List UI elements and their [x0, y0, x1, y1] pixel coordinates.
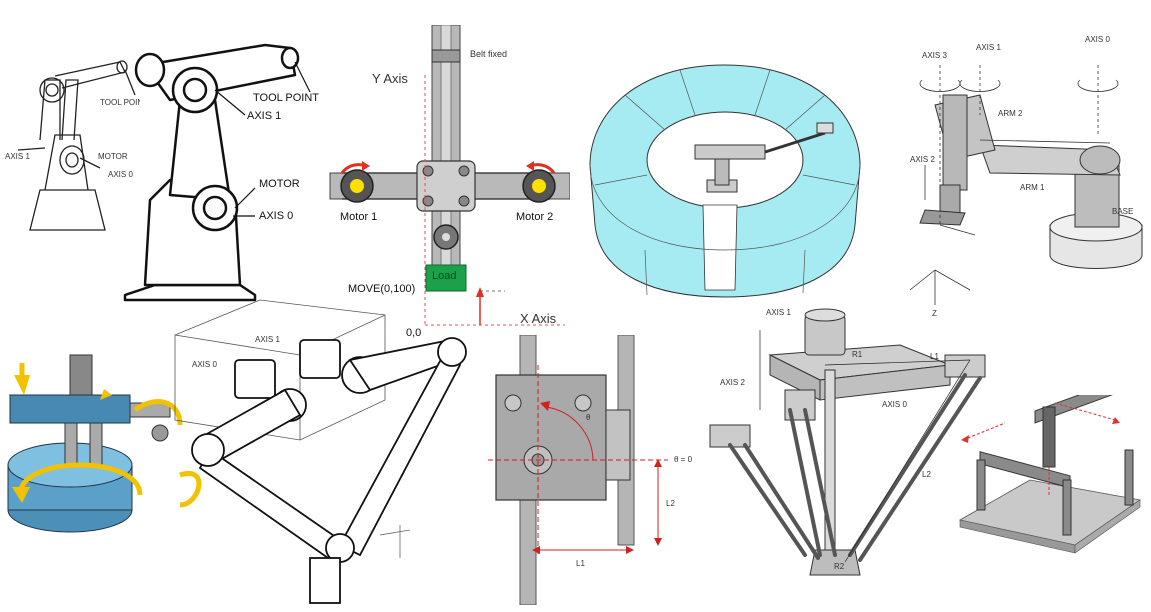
- rotary-drawing: [7, 354, 202, 533]
- label-axis1: AXIS 1: [247, 110, 282, 122]
- label-tool-point-small: TOOL POINT: [100, 98, 140, 107]
- label-delta-r2: R2: [834, 562, 845, 571]
- hbot-drawing: [329, 25, 570, 326]
- label-motor2: Motor 2: [516, 211, 554, 223]
- slider-drawing: [488, 335, 668, 605]
- label-tool-point: TOOL POINT: [253, 92, 320, 104]
- articulated-large-drawing: [123, 43, 311, 302]
- rotary-robot-colored: [0, 345, 215, 545]
- label-delta-axis1: AXIS 1: [766, 308, 791, 317]
- cylindrical-workspace: [585, 35, 865, 305]
- label-twolink-axis0: AXIS 0: [192, 360, 217, 369]
- label-delta-r1: R1: [852, 350, 863, 359]
- label-axis1-small: AXIS 1: [5, 152, 30, 161]
- delta-robot: AXIS 1 R1 L1 AXIS 2 AXIS 0 L2 R2: [700, 300, 1000, 610]
- label-motor: MOTOR: [259, 178, 300, 190]
- workspace-drawing: [589, 64, 861, 298]
- label-load: Load: [432, 270, 457, 282]
- articulated-sketch-drawing: [17, 60, 136, 231]
- label-scara-arm2: ARM 2: [998, 109, 1023, 118]
- two-link-arm: AXIS 1 AXIS 0: [160, 290, 480, 605]
- label-move: MOVE(0,100): [348, 283, 416, 295]
- gantry-drawing: [958, 395, 1142, 554]
- label-delta-axis0: AXIS 0: [882, 400, 907, 409]
- label-delta-axis2: AXIS 2: [720, 378, 745, 387]
- label-axis0-small: AXIS 0: [108, 170, 133, 179]
- label-theta: θ: [586, 413, 591, 422]
- label-x-axis: X Axis: [520, 311, 557, 326]
- scara-robot: AXIS 3 AXIS 1 AXIS 0 ARM 2 AXIS 2 ARM 1 …: [880, 25, 1151, 330]
- scara-drawing: [909, 65, 1143, 305]
- label-belt-fixed: Belt fixed: [470, 49, 508, 59]
- label-theta-zero: θ = 0: [674, 455, 693, 464]
- label-scara-axis0: AXIS 0: [1085, 35, 1110, 44]
- label-scara-base: BASE: [1112, 207, 1134, 216]
- two-link-drawing: [174, 299, 467, 604]
- label-scara-axis2: AXIS 2: [910, 155, 935, 164]
- label-scara-axis1: AXIS 1: [976, 43, 1001, 52]
- label-scara-arm1: ARM 1: [1020, 183, 1045, 192]
- articulated-robot-large: TOOL POINT AXIS 1 MOTOR AXIS 0: [115, 30, 370, 310]
- label-motor-small: MOTOR: [98, 152, 128, 161]
- label-origin: 0,0: [406, 327, 422, 339]
- slider-block-diagram: θ θ = 0 L2 L1: [478, 335, 703, 605]
- label-axis0: AXIS 0: [259, 210, 294, 222]
- label-motor1: Motor 1: [340, 211, 378, 223]
- label-scara-axis3: AXIS 3: [922, 51, 947, 60]
- label-y-axis: Y Axis: [372, 71, 408, 86]
- label-delta-l2: L2: [922, 470, 931, 479]
- label-l1: L1: [576, 559, 585, 568]
- gantry-robot: [955, 395, 1145, 570]
- label-scara-z: Z: [932, 309, 937, 318]
- label-twolink-axis1: AXIS 1: [255, 335, 280, 344]
- hbot-diagram: Belt fixed Y Axis Motor 1 Motor 2 Load M…: [320, 25, 570, 345]
- articulated-robot-sketch: TOOL POINT AXIS 1 MOTOR AXIS 0: [0, 40, 140, 250]
- label-l2: L2: [666, 499, 675, 508]
- delta-drawing: [709, 308, 986, 576]
- label-delta-l1: L1: [930, 352, 939, 361]
